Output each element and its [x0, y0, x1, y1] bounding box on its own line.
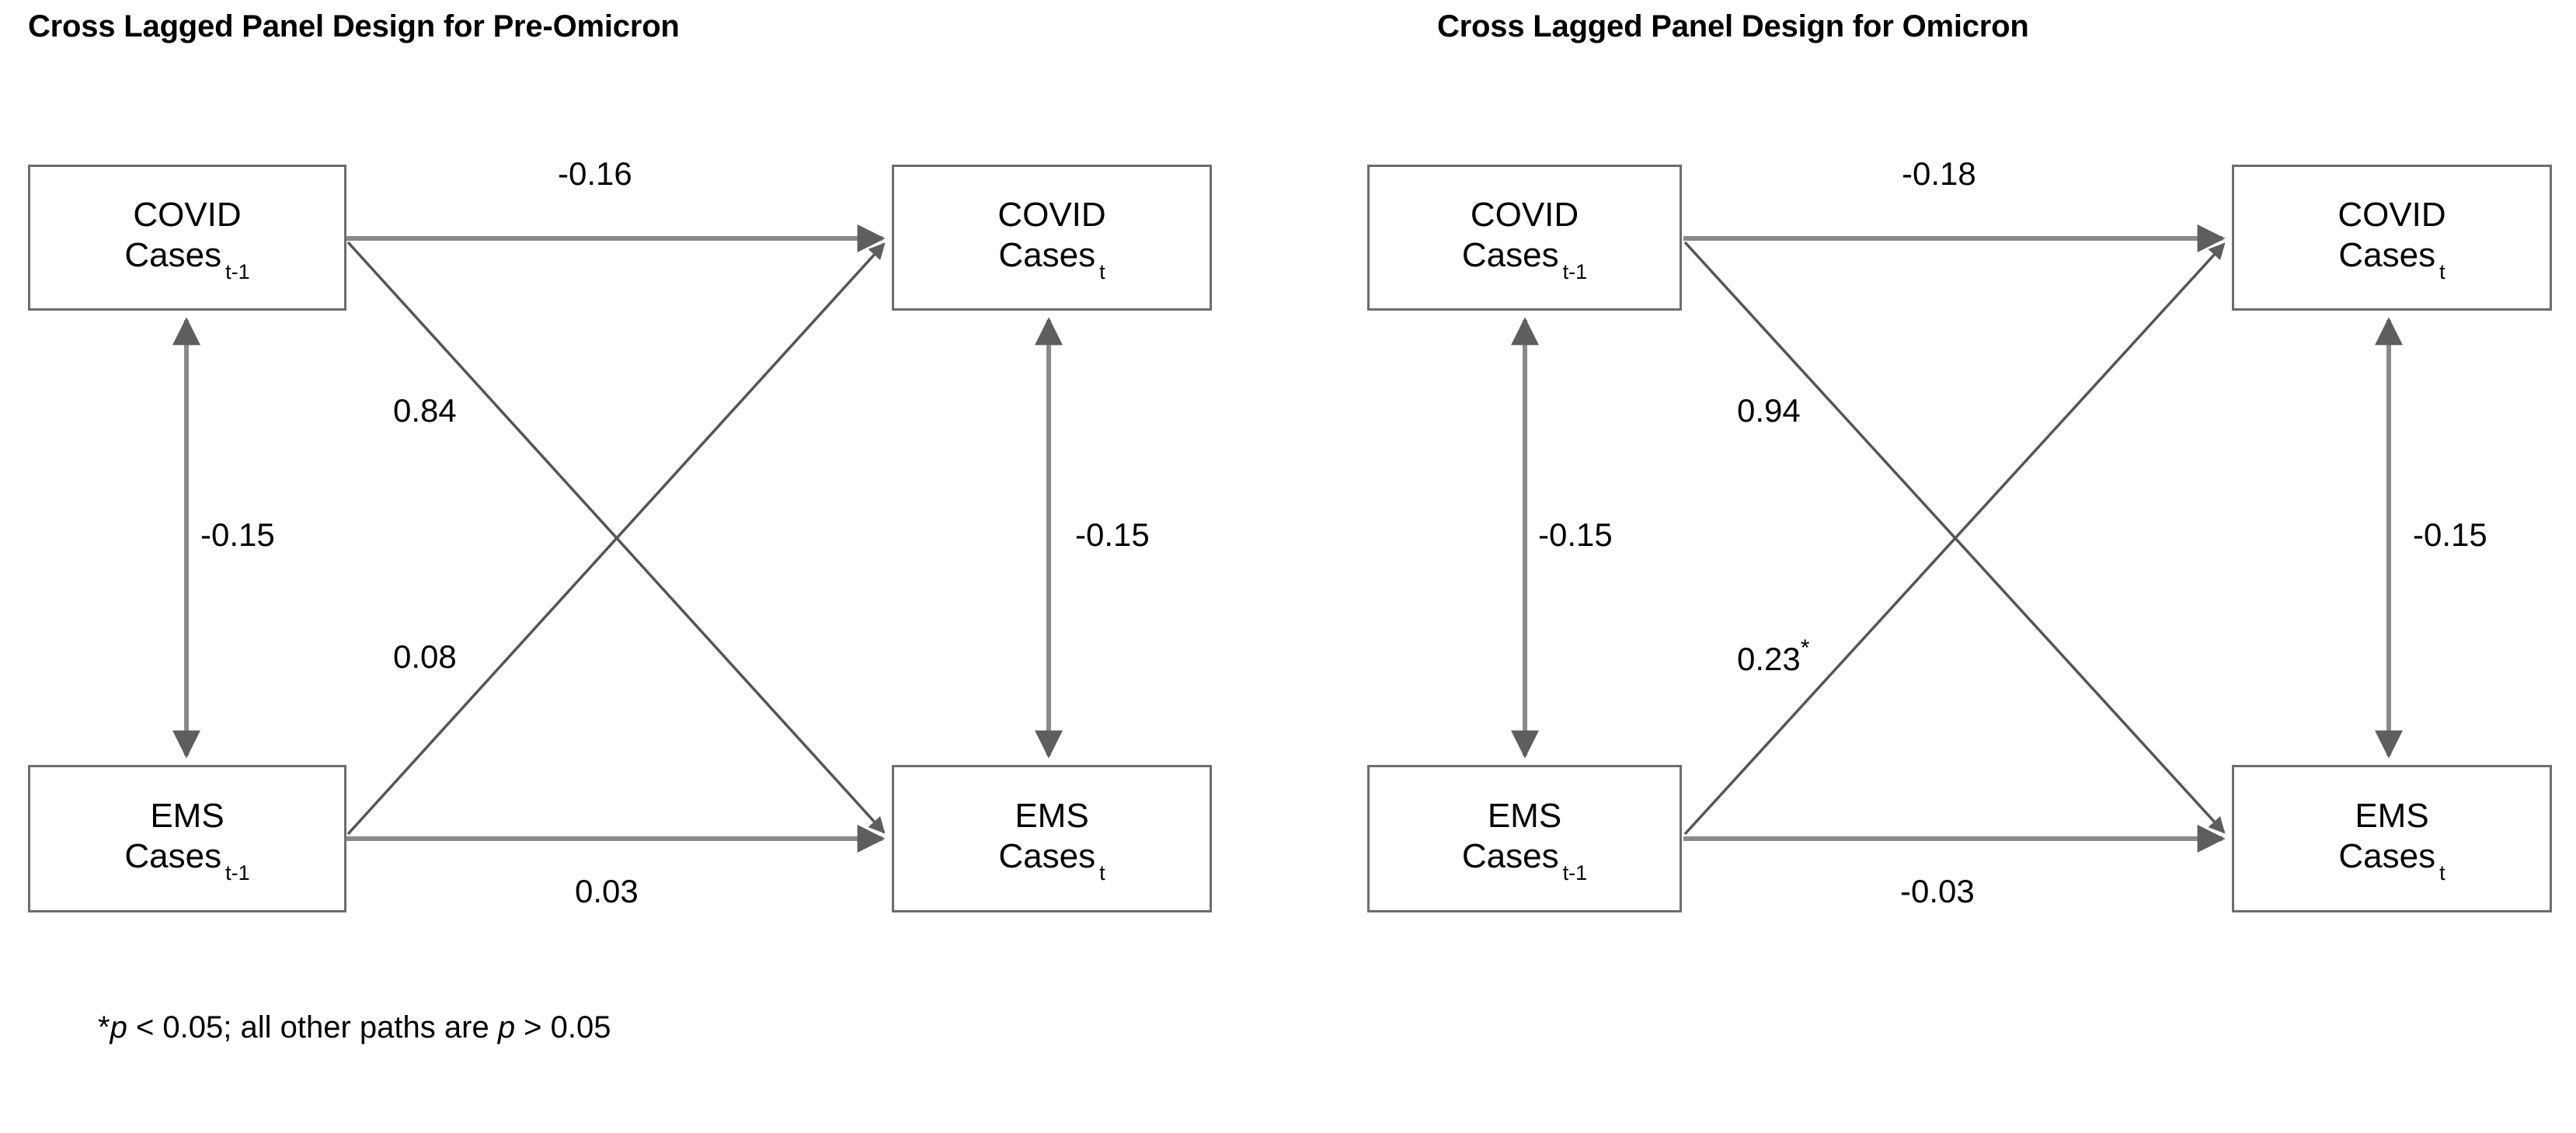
node-label-line1: COVID — [1470, 196, 1579, 235]
node-subscript: t — [1099, 860, 1105, 885]
panel-omicron: Cross Lagged Panel Design for Omicron CO… — [1288, 0, 2576, 1133]
path-label-covariance-t-minus-1: -0.15 — [200, 516, 275, 553]
path-label-ems-to-covid-cross: 0.23* — [1737, 635, 1810, 677]
footnote-end: > 0.05 — [515, 1010, 611, 1044]
path-label-covariance-t: -0.15 — [1075, 516, 1150, 553]
significance-star: * — [1800, 635, 1810, 661]
path-label-covid-autoregressive: -0.16 — [558, 155, 632, 192]
path-label-covid-to-ems-cross: 0.94 — [1737, 392, 1801, 429]
path-label-ems-autoregressive: 0.03 — [575, 873, 639, 909]
panel-pre-omicron: Cross Lagged Panel Design for Pre-Omicro… — [28, 9, 1212, 1045]
significance-footnote: *p < 0.05; all other paths are p > 0.05 — [98, 1010, 611, 1045]
path-label-covariance-t: -0.15 — [2413, 516, 2487, 553]
node-subscript: t-1 — [225, 259, 250, 283]
node-subscript: t — [1099, 259, 1105, 283]
footnote-p-italic-2: p — [497, 1010, 516, 1044]
panel-title-pre-omicron: Cross Lagged Panel Design for Pre-Omicro… — [28, 9, 680, 43]
node-subscript: t — [2439, 860, 2445, 885]
node-label-line1: COVID — [133, 196, 242, 235]
panel-title-omicron: Cross Lagged Panel Design for Omicron — [1437, 9, 2029, 43]
node-label-line1: EMS — [1487, 797, 1562, 836]
footnote-star: * — [98, 1010, 110, 1044]
path-label-covid-to-ems-cross: 0.84 — [393, 392, 457, 429]
node-subscript: t — [2439, 259, 2445, 283]
node-subscript: t-1 — [1562, 259, 1588, 283]
node-label-line1: EMS — [1015, 797, 1089, 836]
node-label-line1: EMS — [150, 797, 225, 836]
node-label-line1: EMS — [2355, 797, 2429, 836]
path-label-covid-autoregressive: -0.18 — [1902, 155, 1976, 192]
footnote-middle: < 0.05; all other paths are — [127, 1010, 498, 1044]
node-subscript: t-1 — [1562, 860, 1588, 885]
path-label-covariance-t-minus-1: -0.15 — [1538, 516, 1613, 553]
path-label-ems-autoregressive: -0.03 — [1900, 873, 1975, 909]
footnote-p-italic-1: p — [110, 1010, 127, 1044]
path-label-ems-to-covid-cross: 0.08 — [393, 638, 457, 675]
node-label-line1: COVID — [997, 196, 1106, 235]
node-subscript: t-1 — [225, 860, 250, 885]
node-label-line1: COVID — [2338, 196, 2446, 235]
